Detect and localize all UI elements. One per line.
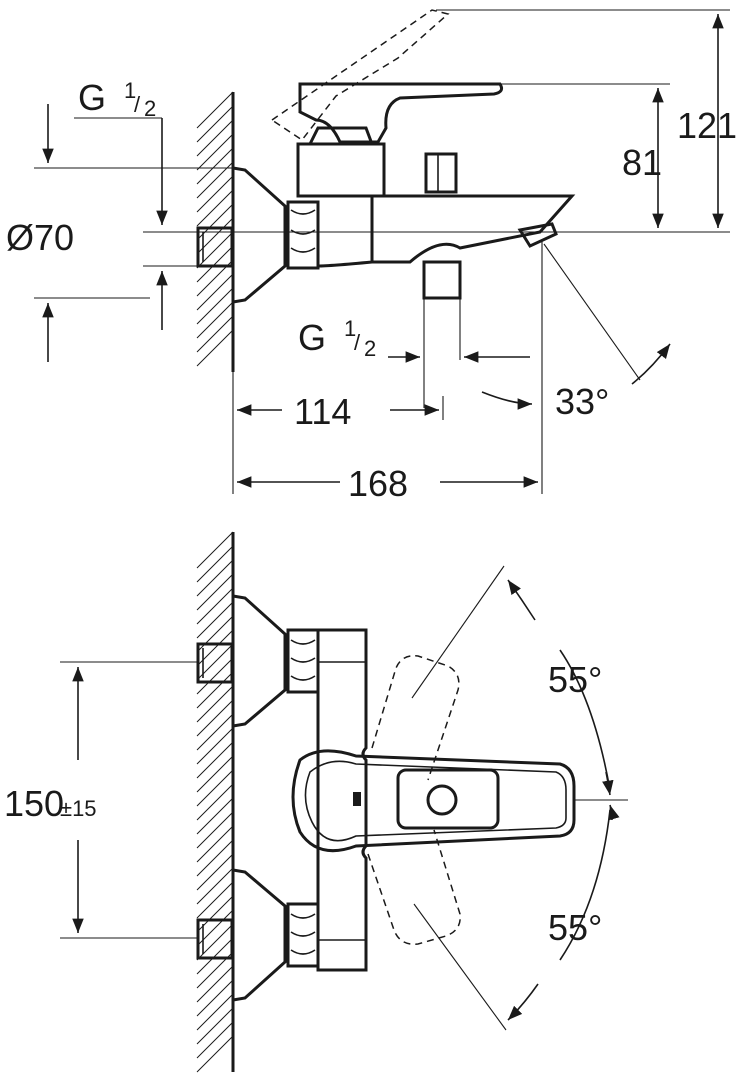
wall-hatch-line — [196, 119, 234, 157]
lever-rotated-down — [367, 829, 461, 945]
wall-hatch-line — [196, 671, 234, 709]
dim-168-label: 168 — [348, 463, 408, 504]
wall-hatch-line — [196, 965, 234, 1003]
lever — [298, 82, 503, 144]
wall-hatch-line — [196, 979, 234, 1017]
wall-hatch-line — [196, 937, 234, 975]
wall-hatch-line — [196, 189, 234, 227]
wall-hatch-line — [196, 741, 234, 779]
wall-hatch-line — [196, 105, 234, 143]
wall-hatch-line — [196, 545, 234, 583]
hex-nut-upper — [286, 628, 320, 694]
wall-hatch-line — [196, 839, 234, 877]
wall-hatch-line — [196, 161, 234, 199]
escutcheon-upper — [232, 594, 287, 728]
cartridge-housing — [296, 142, 386, 198]
wall-hatch-line — [196, 531, 234, 569]
thread-bottom-den: 2 — [364, 336, 376, 361]
wall-hatch-line — [196, 329, 234, 367]
wall-hatch-line — [196, 699, 234, 737]
top-view: 150 ±15 55° 55° — [4, 531, 628, 1073]
lever-rotated-up — [371, 655, 460, 781]
wall-hatch-line — [196, 1021, 234, 1059]
wall-hatch-line — [196, 727, 234, 765]
spacing-tolerance: ±15 — [60, 796, 97, 821]
svg-text:/: / — [134, 92, 141, 117]
svg-text:/: / — [354, 330, 361, 355]
wall-hatch-line — [196, 797, 234, 835]
wall-hatch-line — [196, 559, 234, 597]
thread-bottom-main: G — [298, 317, 326, 358]
angle-up-label: 55° — [548, 659, 602, 700]
wall-hatch-line — [196, 881, 234, 919]
inlet-stub — [196, 226, 234, 268]
hex-nut — [286, 200, 320, 270]
wall-hatch-line — [196, 867, 234, 905]
wall-hatch-line — [196, 615, 234, 653]
wall-hatch-line — [196, 601, 234, 639]
angle-down-label: 55° — [548, 907, 602, 948]
side-view: 121 81 G 1 / 2 Ø70 G 1 / 2 33° — [6, 9, 737, 504]
hex-nut-lower — [286, 902, 320, 968]
wall-hatch-line — [196, 91, 234, 129]
wall-hatch-line — [196, 769, 234, 807]
wall-hatch-line — [196, 573, 234, 611]
wall-hatch-line — [196, 175, 234, 213]
wall-hatch-line — [196, 853, 234, 891]
wall-hatch-line — [196, 1035, 234, 1073]
wall-hatch-line — [196, 755, 234, 793]
wall-hatch-line — [196, 685, 234, 723]
escutcheon-lower — [232, 868, 287, 1002]
diameter-label: Ø70 — [6, 217, 74, 258]
aerator — [517, 222, 558, 248]
wall-hatch-line — [196, 147, 234, 185]
wall-hatch-line — [196, 287, 234, 325]
escutcheon — [232, 166, 287, 304]
bottom-outlet — [422, 260, 462, 300]
wall-hatch-line — [196, 133, 234, 171]
thread-left-main: G — [78, 77, 106, 118]
thread-left-den: 2 — [144, 96, 156, 121]
wall-hatch-line — [196, 811, 234, 849]
lever-knob — [426, 784, 458, 816]
wall-hatch-line — [196, 825, 234, 863]
wall-hatch-line — [196, 315, 234, 353]
mixer-body — [317, 194, 374, 268]
thread-left-num: 1 — [124, 78, 136, 103]
wall-hatch-line — [196, 993, 234, 1031]
spacing-main: 150 — [4, 783, 64, 824]
thread-bottom-num: 1 — [344, 316, 356, 341]
wall-hatch-line — [196, 657, 234, 695]
wall-hatch-line — [196, 1007, 234, 1045]
wall-hatch-line — [196, 245, 234, 283]
lever-raised-outline — [270, 9, 450, 142]
spout — [372, 194, 576, 264]
wall-hatch-line — [196, 783, 234, 821]
wall-hatch-line — [196, 587, 234, 625]
diverter-knob — [424, 152, 458, 194]
dim-121-label: 121 — [677, 105, 737, 146]
dim-81-label: 81 — [622, 142, 662, 183]
spout-angle-label: 33° — [555, 381, 609, 422]
lever-top-view — [291, 749, 576, 853]
wall-hatch-line — [196, 301, 234, 339]
wall-hatch-line — [196, 273, 234, 311]
wall-hatch-line — [196, 713, 234, 751]
dim-114-label: 114 — [294, 391, 351, 432]
